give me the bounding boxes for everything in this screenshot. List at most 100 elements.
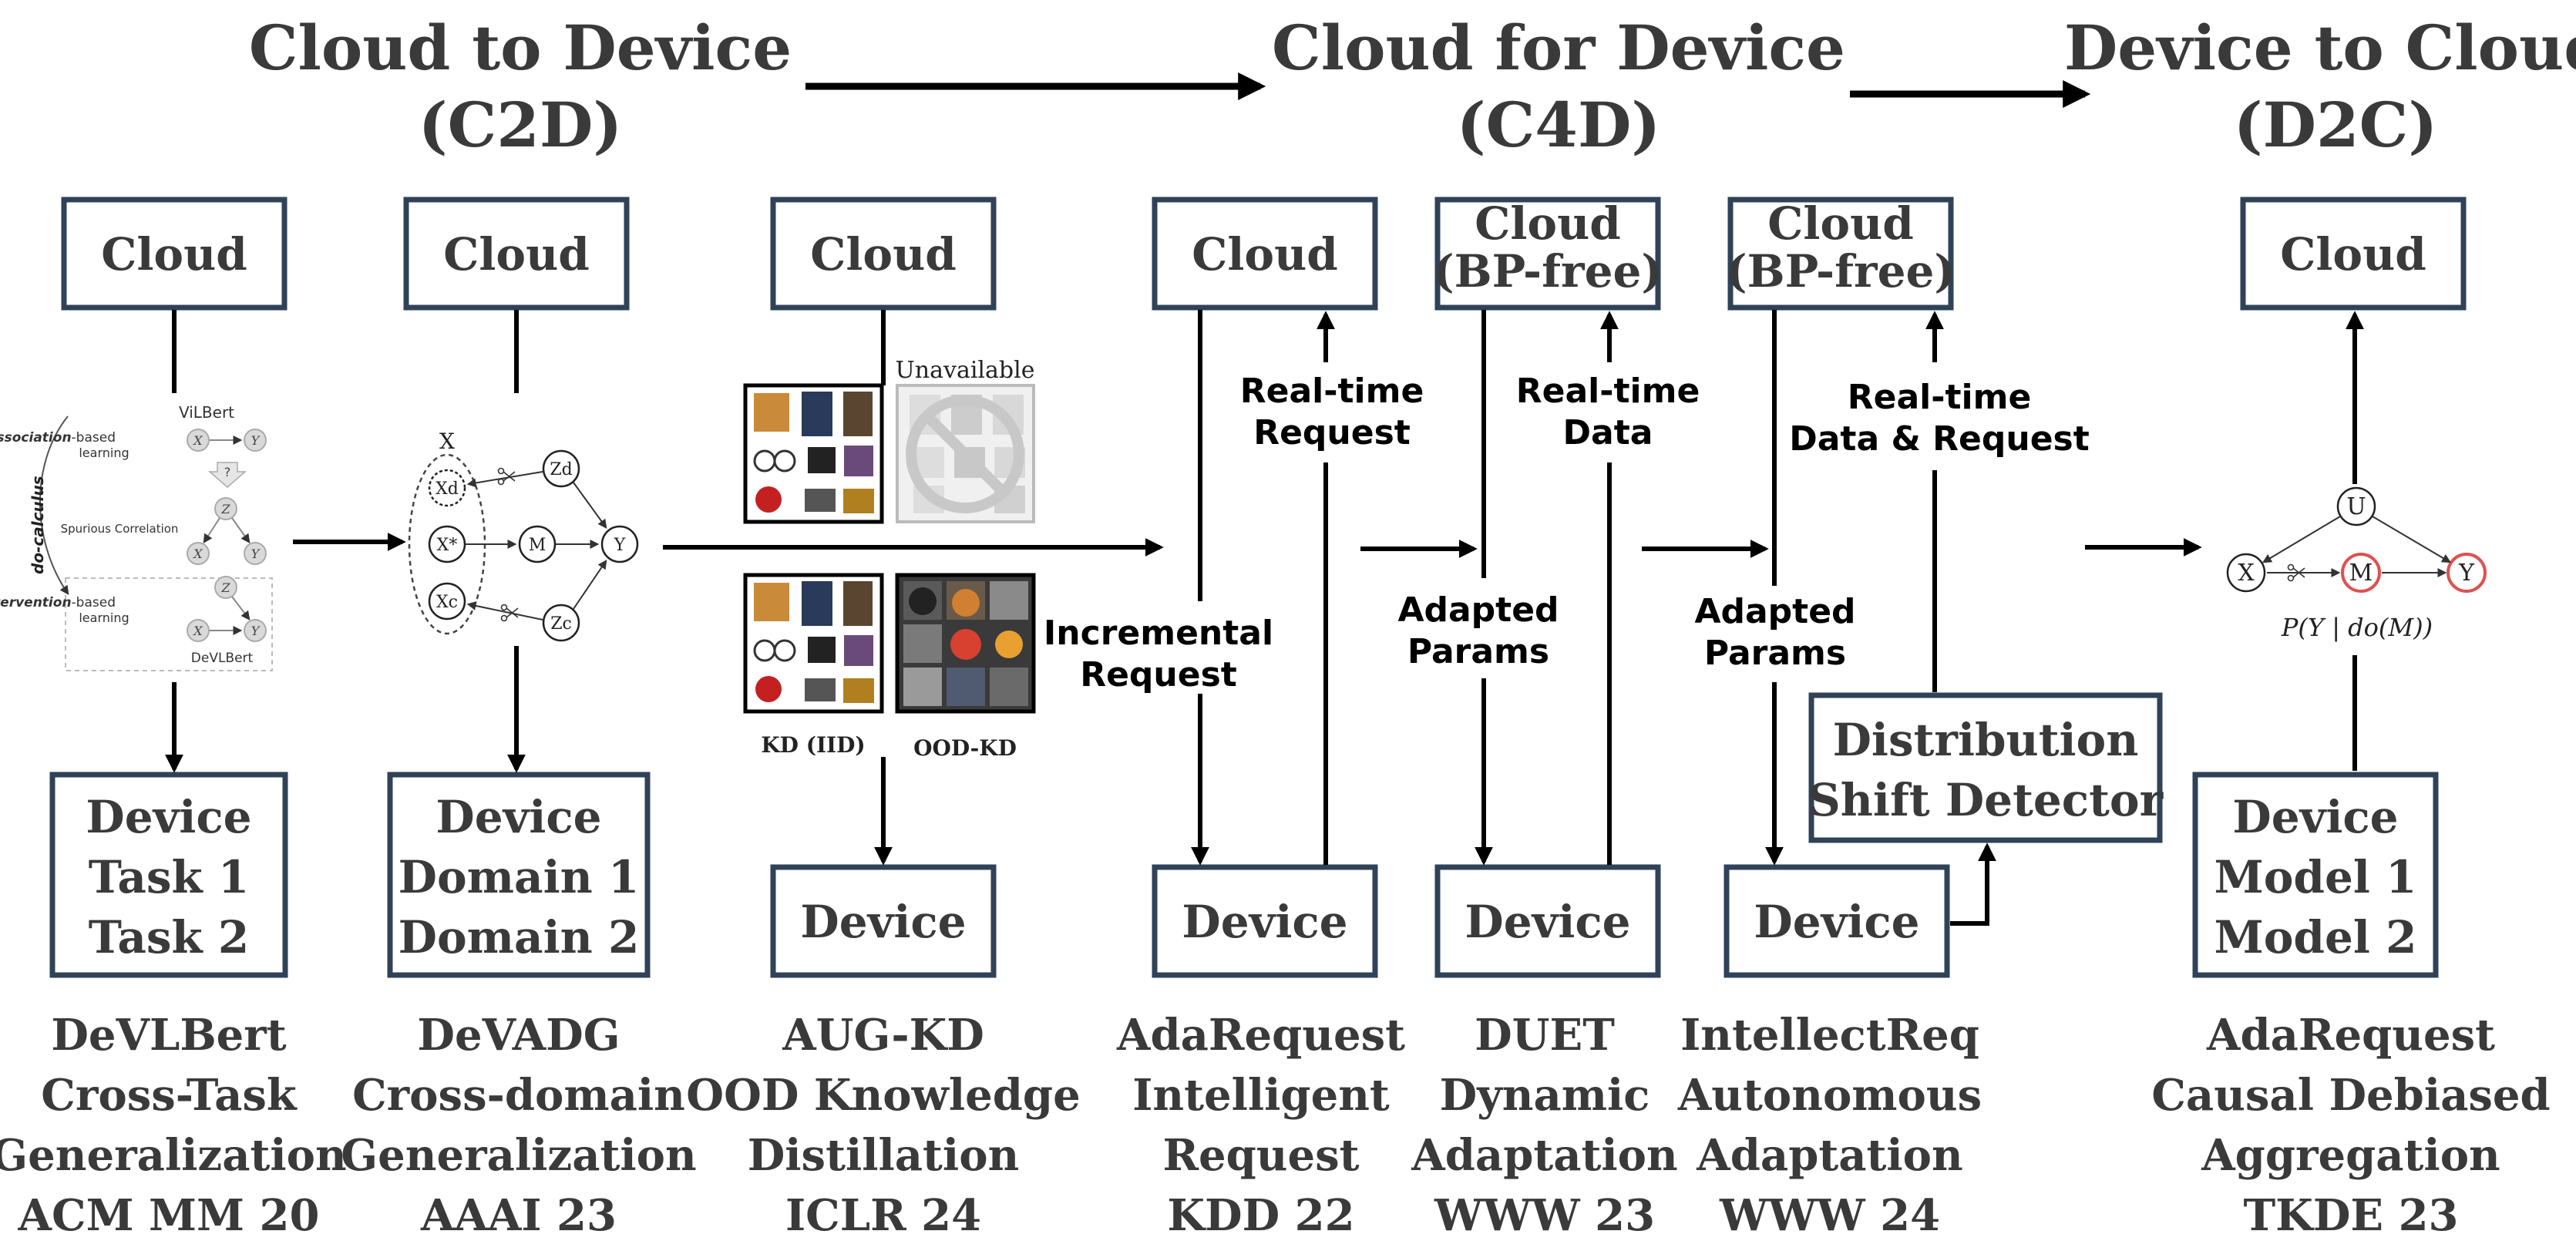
- ood-kd-label: OOD-KD: [913, 735, 1017, 761]
- node-xd-text: Xd: [435, 479, 459, 499]
- cloud-box-3: [770, 197, 997, 311]
- rt-data-label-1: Real-time: [1516, 372, 1700, 411]
- cloud-bp-free-label-2b: (BP-free): [1726, 245, 1956, 298]
- device-model-label-3: Model 2: [2214, 911, 2417, 964]
- caption-2-line-2: Cross-domain: [352, 1070, 685, 1121]
- int-node-z: [214, 576, 237, 599]
- device-task-label-2: Task 1: [89, 851, 250, 903]
- caption-3-line-1: AUG-KD: [782, 1010, 984, 1061]
- intervention-learning-label: learning: [79, 610, 129, 625]
- int-z-text: Z: [220, 580, 230, 595]
- caption-3-line-2: OOD Knowledge: [686, 1070, 1080, 1121]
- device-to-detector-arrow: [1950, 842, 1996, 926]
- edge-zd-y: [573, 482, 607, 529]
- device-domain-label-2: Domain 1: [399, 851, 640, 903]
- cloud-bp-free-label-1a: Cloud: [1475, 197, 1621, 250]
- node-zc-text: Zc: [550, 614, 572, 634]
- prohibited-icon: [906, 395, 1024, 513]
- agg-edge-ux: [2262, 516, 2341, 563]
- device-box-3: [770, 864, 997, 978]
- distribution-shift-label-1: Distribution: [1833, 714, 2139, 766]
- devlbert-label: DeVLBert: [191, 651, 254, 666]
- caption-5-line-3: Adaptation: [1411, 1130, 1677, 1181]
- caption-1-line-1: DeVLBert: [51, 1010, 286, 1061]
- rt-data-request-label-1: Real-time: [1848, 378, 2032, 417]
- cloud-box-5: [2240, 197, 2467, 311]
- agg-formula: P(Y | do(M)): [2281, 613, 2433, 642]
- aggregation-figure: U X M Y P(Y | do(M)): [2226, 486, 2487, 642]
- caption-4-line-1: AdaRequest: [1116, 1010, 1405, 1061]
- node-m: [518, 525, 557, 563]
- adapted-params-label-2b: Params: [1704, 634, 1846, 673]
- agg-m-text: M: [2349, 560, 2373, 587]
- rt-data-label-2: Data: [1563, 413, 1653, 452]
- node-zd: [542, 449, 580, 488]
- edge-zc-y: [573, 560, 607, 610]
- caption-6-line-3: Adaptation: [1696, 1130, 1962, 1181]
- caption-4-line-2: Intelligent: [1132, 1070, 1390, 1121]
- int-y-text: Y: [251, 624, 261, 638]
- adapted-params-label-1b: Params: [1407, 632, 1549, 671]
- agg-node-x: [2226, 553, 2266, 593]
- unavailable-label: Unavailable: [896, 357, 1035, 384]
- caption-3-line-4: ICLR 24: [785, 1190, 981, 1241]
- vil-y-text: Y: [251, 433, 261, 448]
- unavailable-image-grid: [896, 384, 1035, 523]
- device-box-4: [1152, 864, 1378, 978]
- int-x-text: X: [192, 624, 203, 638]
- int-edge-zy: [231, 596, 251, 620]
- caption-1-line-4: ACM MM 20: [18, 1190, 320, 1241]
- cloud-box-2: [403, 197, 630, 311]
- cloud-label-2: Cloud: [443, 228, 590, 281]
- device-box-5: [1434, 864, 1661, 978]
- cloud-label-4: Cloud: [1192, 228, 1338, 281]
- agg-edge-uy: [2372, 516, 2452, 563]
- cloud-label-1: Cloud: [101, 228, 247, 281]
- device-task-label-3: Task 2: [89, 911, 250, 964]
- device-task-label-1: Device: [86, 791, 251, 843]
- cloud-bp-free-label-2a: Cloud: [1767, 197, 1914, 250]
- node-zd-text: Zd: [550, 460, 572, 479]
- device-box-6: [1723, 864, 1950, 978]
- incremental-label-1: Incremental: [1044, 614, 1273, 653]
- association-label: Association-based: [0, 430, 116, 446]
- caption-2-line-3: Generalization: [341, 1130, 696, 1181]
- iid-image-grid-bottom: [743, 573, 884, 714]
- agg-u-text: U: [2346, 493, 2366, 520]
- captions: DeVLBert Cross-Task Generalization ACM M…: [0, 1010, 2551, 1241]
- agg-node-m: [2341, 553, 2381, 593]
- node-xc: [428, 582, 466, 620]
- header-d2c-abbr: (D2C): [2234, 89, 2437, 161]
- device-model-label-2: Model 1: [2214, 851, 2417, 903]
- ood-image-grid: [895, 573, 1036, 714]
- device-domain-label-1: Device: [435, 791, 601, 843]
- spur-node-y: [244, 542, 267, 565]
- vil-node-x: [187, 429, 210, 452]
- int-node-y: [244, 619, 267, 642]
- caption-5-line-2: Dynamic: [1440, 1070, 1650, 1121]
- device-model-label-1: Device: [2232, 791, 2398, 843]
- iid-image-grid-top: [743, 383, 884, 524]
- question-mark: ?: [224, 465, 231, 479]
- cloud-box-1: [61, 197, 288, 311]
- edge-zc-xc: [466, 601, 543, 620]
- caption-2-line-4: AAAI 23: [420, 1190, 617, 1241]
- node-xstar-text: X*: [437, 536, 458, 555]
- node-xd: [428, 469, 466, 507]
- kd-iid-label: KD (IID): [761, 732, 865, 758]
- augkd-figure: Unavailable: [743, 357, 1036, 761]
- device-task-box: [49, 772, 288, 978]
- spur-node-x: [187, 542, 210, 565]
- association-learning-label: learning: [79, 446, 129, 460]
- distribution-shift-label-2: Shift Detector: [1808, 774, 2164, 826]
- device-domain-box: [387, 772, 651, 978]
- node-m-text: M: [529, 536, 546, 555]
- caption-6-line-2: Autonomous: [1677, 1070, 1982, 1121]
- down-arrow-shape: [207, 462, 247, 488]
- cloud-box-4: [1152, 197, 1378, 311]
- header-c2d-abbr: (C2D): [419, 89, 622, 161]
- device-label-3: Device: [800, 896, 966, 948]
- node-zc: [542, 604, 580, 642]
- edge-zd-xd: [466, 471, 543, 488]
- x-group-label: X: [439, 429, 455, 454]
